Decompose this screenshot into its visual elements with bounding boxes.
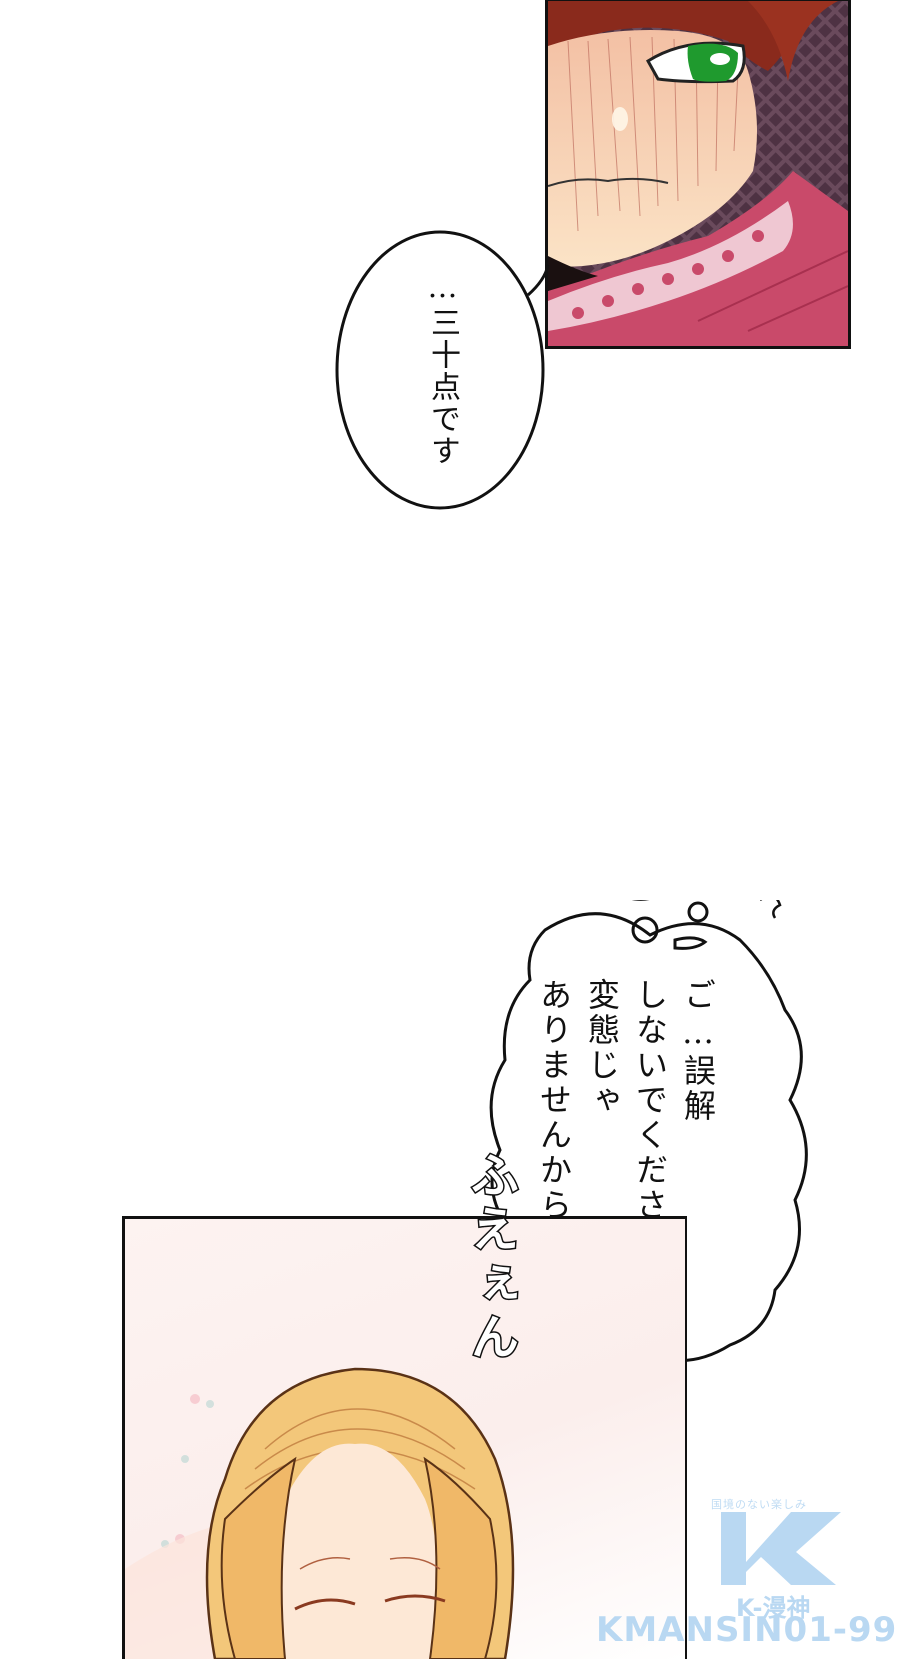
sweat-mark-icon xyxy=(760,900,782,919)
doodle-face-icon xyxy=(631,900,709,950)
speech-bubble: …三十点です xyxy=(330,225,550,525)
thought-line-3: 変態じゃ xyxy=(583,978,621,1118)
watermark: 国境のない楽しみ K-漫神 KMANSIN01-99.COM xyxy=(596,1492,900,1650)
sound-effect-text: ふえぇん xyxy=(461,1149,520,1368)
character-red-hair-art xyxy=(548,1,848,346)
character-blonde-art xyxy=(125,1367,515,1659)
thought-line-1: ご…誤解 xyxy=(679,978,717,1124)
manga-panel-top xyxy=(545,0,851,349)
watermark-tagline: 国境のない楽しみ xyxy=(711,1498,807,1511)
manga-panel-bottom xyxy=(122,1216,687,1659)
k-logo-icon xyxy=(721,1512,841,1585)
speech-bubble-outline xyxy=(335,230,550,510)
watermark-name: K-漫神 xyxy=(736,1594,811,1622)
watermark-site: KMANSIN01-99.COM xyxy=(596,1610,900,1650)
speech-bubble-text: …三十点です xyxy=(425,270,460,467)
